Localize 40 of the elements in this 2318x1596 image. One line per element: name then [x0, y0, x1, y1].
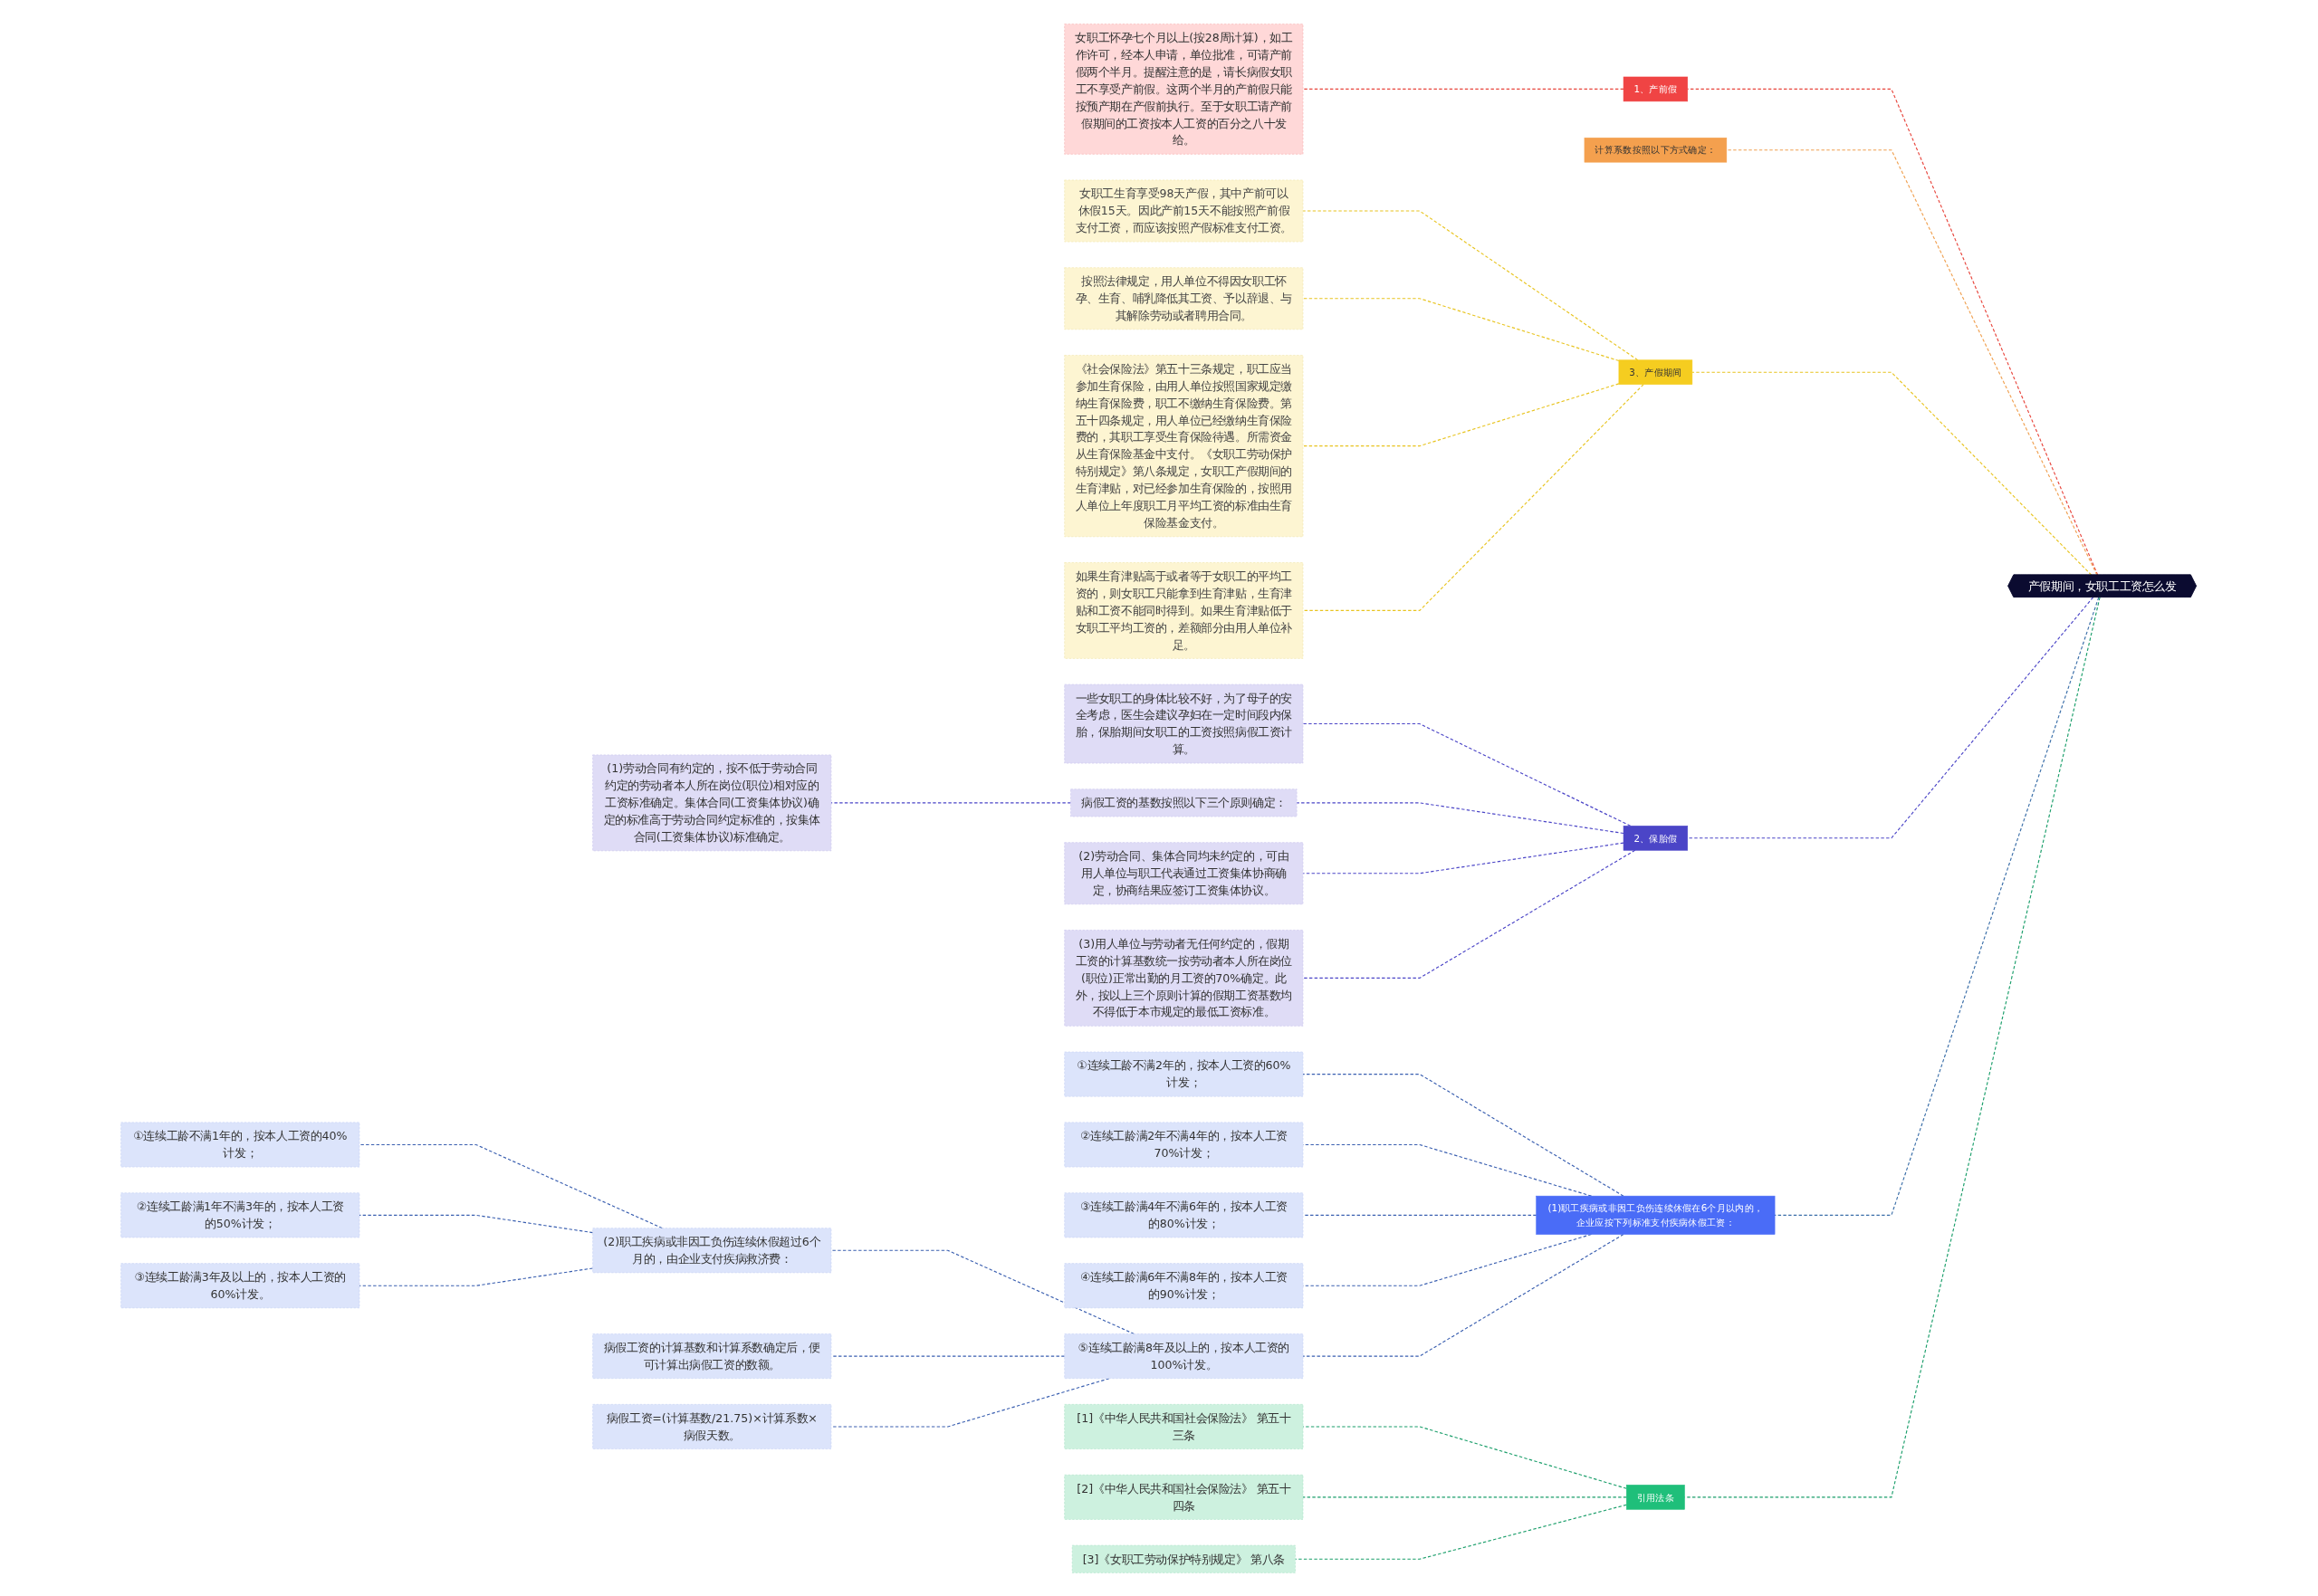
node-box: 1、产前假 [1624, 76, 1689, 101]
connector [1684, 596, 2102, 1497]
connector [1297, 801, 1625, 834]
node-box: 如果生育津贴高于或者等于女职工的平均工资的，则女职工只能拿到生育津贴，生育津贴和工资不能同时得到。如果生育津贴低于女职工平均工资的，差额部分由用人单位补足。 [1064, 561, 1304, 659]
node-box: 病假工资=(计算基数/21.75)×计算系数×病假天数。 [592, 1403, 832, 1449]
connector [1302, 1214, 1537, 1216]
node-box: 病假工资的计算基数和计算系数确定后，便可计算出病假工资的数额。 [592, 1333, 832, 1379]
node-box: (2)职工疾病或非因工负伤连续休假超过6个月的，由企业支付疾病救济费： [592, 1227, 832, 1273]
node-box: ⑤连续工龄满8年及以上的，按本人工资的100%计发。 [1064, 1333, 1304, 1379]
node-box: 3、产假期间 [1619, 358, 1693, 385]
node-box: 《社会保险法》第五十三条规定，职工应当参加生育保险，由用人单位按照国家规定缴纳生育保险费，职工不缴纳生育保险费。第五十四条规定，用人单位已经缴纳生育保险费的，其职工享受生育保险待遇。所需资金从生育保险基金中支付。《女职工劳动保护特别规定》第八条规定，女职工产假期间的生育津贴，对已经参加生育保险的，按照用人单位上年度职工月平均工资的标准由生育保险基金支付。 [1064, 354, 1304, 537]
node-box: 引用法条 [1626, 1484, 1686, 1510]
connector [1687, 596, 2094, 838]
node-box: 一些女职工的身体比较不好，为了母子的安全考虑，医生会建议孕妇在一定时间段内保胎，保胎期间女职工的工资按照病假工资计算。 [1064, 683, 1304, 763]
node-box: (3)用人单位与劳动者无任何约定的，假期工资的计算基数统一按劳动者本人所在岗位(职位)正常出勤的月工资的70%确定。此外，按以上三个原则计算的假期工资基数均不得低于本市规定的最低工资标准。 [1064, 929, 1304, 1027]
node-box: 女职工生育享受98天产假，其中产前可以休假15天。因此产前15天不能按照产前假支付工资，而应该按照产假标准支付工资。 [1064, 179, 1304, 242]
connector [1302, 88, 1625, 90]
node-box: 按照法律规定，用人单位不得因女职工怀孕、生育、哺乳降低其工资、予以辞退、与其解除劳动或者聘用合同。 [1064, 266, 1304, 330]
node-box: ②连续工龄满2年不满4年的，按本人工资70%计发； [1064, 1122, 1304, 1167]
connector [1302, 1496, 1628, 1497]
node-box: ②连续工龄满1年不满3年的，按本人工资的50%计发； [120, 1191, 360, 1238]
connector [830, 1355, 1066, 1357]
node-box: 女职工怀孕七个月以上(按28周计算)，如工作许可，经本人申请，单位批准，可请产前假两个半月。提醒注意的是，请长病假女职工不享受产前假。这两个半月的产前假只能按预产期在产假前执行。至于女职工请产前假期间的工资按本人工资的百分之八十发给。 [1064, 23, 1304, 155]
node-box: ④连续工龄满6年不满8年的，按本人工资的90%计发； [1064, 1262, 1304, 1308]
node-box: (2)劳动合同、集体合同均未约定的，可由用人单位与职工代表通过工资集体协商确定，协商结果应签订工资集体协议。 [1064, 841, 1304, 904]
connector [1302, 1233, 1624, 1357]
node-box: 病假工资的基数按照以下三个原则确定： [1070, 788, 1298, 817]
node-box: (1)劳动合同有约定的，按不低于劳动合同约定的劳动者本人所在岗位(职位)相对应的工资标准确定。集体合同(工资集体协议)确定的标准高于劳动合同约定标准的，按集体合同(工资集体协议)标准确定。 [592, 754, 832, 851]
node-box: ③连续工龄满4年不满6年的，按本人工资的80%计发； [1064, 1191, 1304, 1238]
node-box: [3]《女职工劳动保护特别规定》 第八条 [1072, 1544, 1297, 1573]
node-box: (1)职工疾病或非因工负伤连续休假在6个月以内的，企业应按下列标准支付疾病休假工资： [1536, 1195, 1776, 1235]
node-box: ①连续工龄不满2年的，按本人工资的60%计发； [1064, 1051, 1304, 1096]
node-box: 计算系数按照以下方式确定： [1585, 137, 1728, 162]
connector [1302, 849, 1636, 979]
node-box: 2、保胎假 [1624, 825, 1689, 851]
node-box: ③连续工龄满3年及以上的，按本人工资的60%计发。 [120, 1262, 360, 1308]
node-box: [1]《中华人民共和国社会保险法》 第五十三条 [1064, 1403, 1304, 1449]
connector [1726, 148, 2098, 576]
node-box: ①连续工龄不满1年的，按本人工资的40%计发； [120, 1122, 360, 1167]
node-box: [2]《中华人民共和国社会保险法》 第五十四条 [1064, 1474, 1304, 1520]
